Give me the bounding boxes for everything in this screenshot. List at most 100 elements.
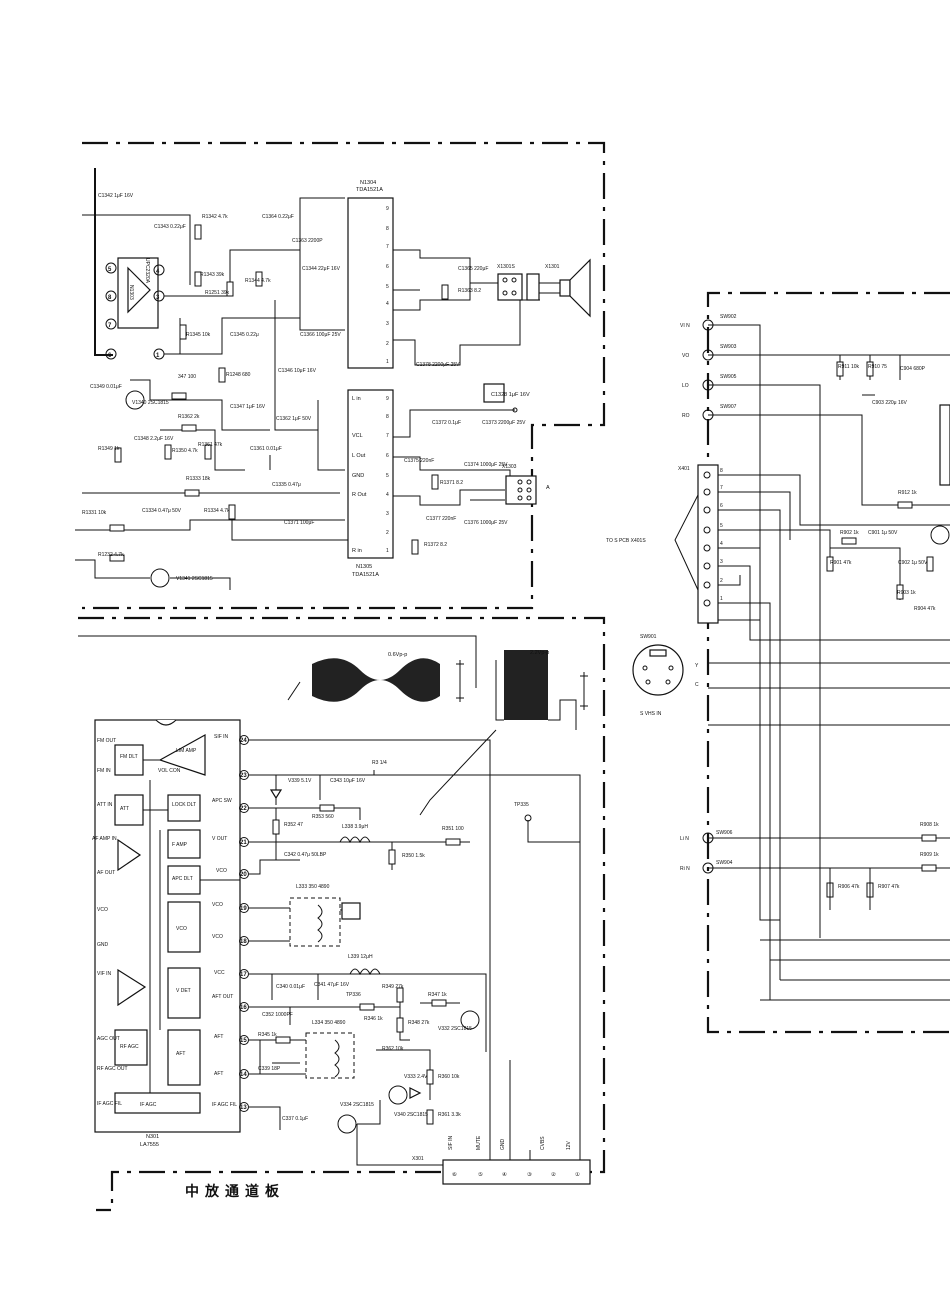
label-v1341: V1341 2SC1815 (176, 576, 213, 582)
label-r1342: R1342 4.7k (202, 214, 228, 220)
label-c1348: C1348 2.2μF 16V (134, 436, 174, 442)
x401-pin-5: 5 (720, 523, 723, 529)
ic-n1305-name: N1305 (356, 564, 372, 570)
label-c902: C902 1μ 50V (898, 560, 928, 566)
label-r346: R346 1k (364, 1016, 383, 1022)
waveform-2: 2.2Vp-p (419, 650, 588, 816)
connector-x301: X301 SIF IN MUTE GND CVBS 12V ⑥ ⑤ ④ ③ ② … (412, 1135, 591, 1185)
label-v334: V334 2SC1815 (340, 1102, 374, 1108)
block-apc-dlt: APC DLT (172, 876, 193, 882)
pin-label-vco-3: VCO (212, 934, 223, 940)
left-label-vco: VCO (97, 907, 108, 913)
x401-pin-2: 2 (720, 578, 723, 584)
svg-text:7: 7 (386, 433, 389, 439)
label-r1345: R1345 10k (186, 332, 211, 338)
block-f-amp: F AMP (172, 842, 188, 848)
ic-n301-name: N301 (146, 1134, 159, 1140)
svg-text:9: 9 (386, 396, 389, 402)
label-r1361: R1361 47k (198, 442, 223, 448)
pin-20: 20 (240, 872, 247, 878)
label-c1345: C1345 0.22μ (230, 332, 259, 338)
av-inputs: VI N VO LO RO Li N Ri N SW902 SW903 SW90… (680, 314, 737, 874)
label-r360: R360 10k (438, 1074, 460, 1080)
waveform-1: 0.6Vp-p (287, 652, 464, 702)
pin-label-vco-2: VCO (212, 902, 223, 908)
label-c1375: C1375 220nF (404, 458, 434, 464)
label-c343: C343 10μF 16V (330, 778, 366, 784)
ic-n1303-part: UPC2320A (144, 258, 150, 284)
audio-amp-section: N1303 UPC2320A 5 8 7 6 4 3 1 (75, 141, 606, 610)
board-title: 中放通道板 (185, 1183, 285, 1199)
label-r1333: R1333 18k (186, 476, 211, 482)
x301-label-12v: 12V (566, 1140, 572, 1150)
label-v333: V333 2.4V (404, 1074, 428, 1080)
x301-pin-6: ⑥ (452, 1171, 457, 1178)
n1305-pin-vcl: VCL (352, 433, 363, 439)
ic-n1304-name: N1304 (360, 180, 376, 186)
block-lock-dlt: LOCK DLT (172, 802, 196, 808)
label-v340: V340 2SC1815 (394, 1112, 428, 1118)
input-label-vo: VO (682, 353, 689, 359)
label-r362: R362 10k (382, 1046, 404, 1052)
block-aft: AFT (176, 1051, 185, 1057)
label-c339: C339 18P (258, 1066, 281, 1072)
svg-text:4: 4 (386, 492, 389, 498)
block-fm-dlt: FM DLT (120, 754, 138, 760)
label-c342: C342 0.47μ 50LBP (284, 852, 327, 858)
svg-text:3: 3 (156, 295, 160, 301)
pin-15: 15 (240, 1038, 247, 1044)
n301-left-labels: FM OUT FM IN ATT IN AF AMP IN AF OUT VCO… (92, 738, 128, 1107)
svg-text:4: 4 (156, 269, 160, 275)
switch-sw901: SW901 (640, 634, 657, 640)
label-tp335: TP335 (514, 802, 529, 808)
pin-19: 19 (240, 906, 247, 912)
pin-label-aft-out: AFT OUT (212, 994, 233, 1000)
av-board-labels: R911 10k R910 75 C904 680P C903 220μ 16V… (830, 364, 939, 890)
ic-n301: N301 LA7555 FM DLT LIM AMP VOL CON ATT L… (94, 719, 241, 1148)
label-c1377: C1377 220nF (426, 516, 456, 522)
svg-text:3: 3 (386, 511, 389, 517)
label-l333: L333 350 4890 (296, 884, 330, 890)
x301-label-mute: MUTE (476, 1135, 482, 1150)
label-c1366: C1366 100μF 25V (300, 332, 341, 338)
pin-label-vco-1: VCO (216, 868, 227, 874)
left-label-fm-in: FM IN (97, 768, 111, 774)
x401-pin-7: 7 (720, 485, 723, 491)
label-r911: R911 10k (838, 364, 860, 370)
label-c1335: C1335 0.47μ (272, 482, 301, 488)
n301-pins: 24 23 22 21 20 19 18 17 16 15 14 13 (239, 735, 249, 1112)
switch-sw904: SW904 (716, 860, 733, 866)
ic-n301-part: LA7555 (140, 1142, 159, 1148)
label-c1365: C1365 220μF (458, 266, 488, 272)
label-c1342: C1342 1μF 16V (98, 193, 134, 199)
label-r1334: R1334 4.7k (204, 508, 230, 514)
svg-text:1: 1 (156, 353, 160, 359)
label-347: 347 100 (178, 374, 196, 380)
label-r1343: R1343 39k (200, 272, 225, 278)
pin-24: 24 (240, 738, 247, 744)
label-c341: C341 47μF 16V (314, 982, 350, 988)
ic-n1303-name: N1303 (128, 285, 134, 300)
switch-sw905: SW905 (720, 374, 737, 380)
label-c337: C337 0.1μF (282, 1116, 308, 1122)
label-r345: R345 1k (258, 1032, 277, 1038)
label-l338: L338 3.9μH (342, 824, 368, 830)
input-label-vin: VI N (680, 323, 690, 329)
x301-label-cvbs: CVBS (540, 1136, 546, 1150)
ic-n1303: N1303 UPC2320A (117, 257, 159, 329)
label-c1362: C1362 1μF 50V (276, 416, 312, 422)
left-label-rf-agc-out: RF AGC OUT (97, 1066, 128, 1072)
label-c1344: C1344 22μF 16V (302, 266, 341, 272)
svg-text:8: 8 (386, 226, 389, 232)
label-c1346: C1346 10μF 16V (278, 368, 317, 374)
left-label-vif-in: VIF IN (97, 971, 112, 977)
label-r1349: R1349 1k (98, 446, 120, 452)
label-c903: C903 220μ 16V (872, 400, 908, 406)
pin-label-vcc: VCC (214, 970, 225, 976)
pin-label-aft-1: AFT (214, 1034, 223, 1040)
label-v332: V332 2SC1815 (438, 1026, 472, 1032)
label-x1301s: X1301S (497, 264, 515, 270)
waveform-2-label: 2.2Vp-p (530, 650, 549, 656)
label-c1371: C1371 100μF (284, 520, 314, 526)
